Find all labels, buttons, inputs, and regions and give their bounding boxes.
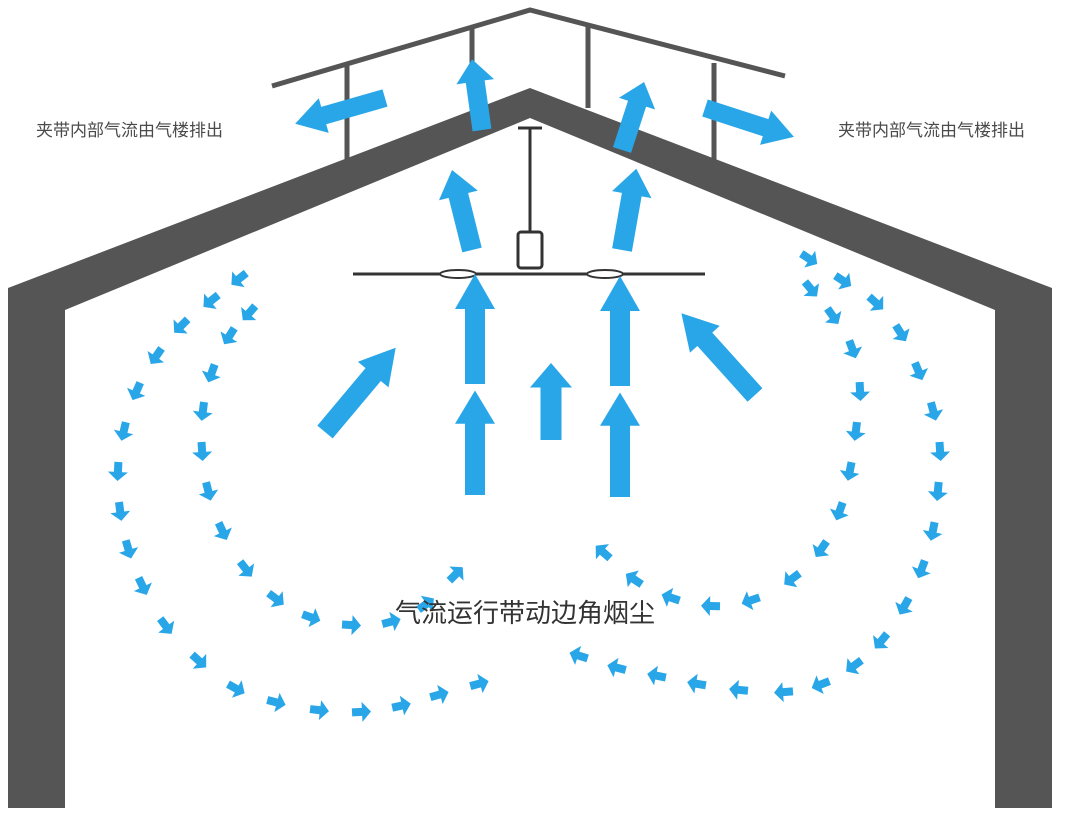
circulation-arrow-icon [839,337,866,362]
circulation-arrow-icon [819,302,847,330]
circulation-arrow-icon [929,441,951,462]
circulation-arrow-icon [840,652,868,680]
circulation-arrow-icon [795,245,823,273]
circulation-arrow-icon [867,627,895,655]
circulation-arrow-icon [142,342,170,370]
monitor-roof [271,7,786,89]
circulation-arrow-icon [209,518,236,545]
fan-hub-left [439,269,477,279]
circulation-arrow-icon [116,537,141,562]
circulation-arrow-icon [262,585,290,613]
airflow-arrow-icon [309,334,412,445]
circulation-arrow-icon [604,655,629,680]
airflow-arrow-icon [432,165,492,255]
circulation-arrow-icon [921,399,946,424]
circulation-arrow-icon [308,699,331,722]
circulation-arrow-icon [299,604,324,631]
airflow-arrow-icon [455,274,495,384]
airflow-arrow-icon [602,165,657,254]
circulation-arrow-icon [887,319,915,347]
circulation-arrow-icon [808,671,834,698]
circulation-arrow-icon [778,565,806,593]
circulation-arrow-icon [225,265,253,293]
circulation-arrow-icon [826,499,853,524]
circulation-arrow-icon [351,701,372,723]
circulation-arrow-icon [905,358,932,385]
circulation-arrow-icon [645,664,668,688]
circulation-arrow-icon [908,557,935,582]
circulation-arrow-icon [773,681,794,703]
circulation-arrow-icon [620,565,648,593]
circulation-arrow-icon [215,322,243,350]
circulation-arrow-icon [123,378,150,405]
circulation-arrow-icon [807,535,835,563]
circulation-arrow-icon [152,612,180,640]
airflow-arrow-icon [600,276,640,386]
circulation-arrow-icon [849,381,871,402]
circulation-arrow-icon [197,287,225,315]
exhaust-label-left: 夹带内部气流由气楼排出 [36,121,223,141]
circulation-arrow-icon [390,693,413,718]
circulation-loops [107,245,951,723]
circulation-arrow-icon [191,400,214,423]
airflow-arrow-icon [666,299,770,409]
circulation-arrow-icon [264,690,289,715]
circulation-label: 气流运行带动边角烟尘 [395,599,656,629]
circulation-arrow-icon [738,587,763,614]
circulation-arrow-icon [589,538,617,566]
circulation-arrow-icon [467,671,492,696]
exhaust-label-right: 夹带内部气流由气楼排出 [838,121,1025,141]
circulation-arrow-icon [700,595,721,617]
circulation-arrow-icon [235,299,263,327]
circulation-arrow-icon [111,419,136,444]
circulation-arrow-icon [685,672,708,696]
circulation-arrow-icon [427,682,452,707]
fan-hub-right [586,269,624,279]
airflow-arrow-icon [530,363,572,440]
circulation-arrow-icon [109,500,132,523]
circulation-arrow-icon [728,679,749,701]
fan-motor [516,230,544,270]
circulation-arrow-icon [198,361,225,386]
circulation-arrow-icon [196,479,221,504]
airflow-arrow-icon [290,80,390,142]
circulation-arrow-icon [232,555,260,583]
circulation-arrow-icon [442,560,470,588]
circulation-arrow-icon [223,675,250,703]
circulation-arrow-icon [862,289,890,317]
circulation-arrow-icon [185,647,213,675]
circulation-arrow-icon [838,460,862,483]
circulation-arrow-icon [191,441,213,462]
circulation-arrow-icon [927,481,949,502]
circulation-arrow-icon [920,520,945,543]
airflow-arrow-icon [600,392,640,497]
circulation-arrow-icon [566,643,591,668]
circulation-arrow-icon [107,461,129,482]
circulation-arrow-icon [341,614,362,636]
circulation-arrow-icon [829,267,857,295]
circulation-arrow-icon [844,420,867,443]
circulation-arrow-icon [890,593,918,620]
circulation-arrow-icon [167,312,195,340]
circulation-arrow-icon [797,275,825,303]
airflow-arrow-icon [455,390,495,495]
circulation-arrow-icon [129,573,156,600]
ceiling-fan-icon [353,126,705,279]
circulation-arrow-icon [658,585,683,611]
